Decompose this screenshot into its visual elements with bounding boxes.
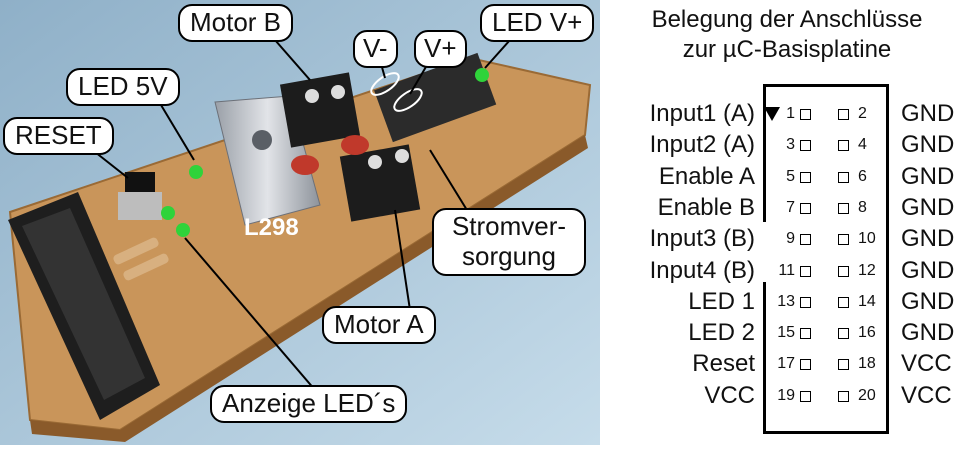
pin-number-left: 7 (786, 198, 795, 216)
pin-number-left: 15 (777, 324, 795, 342)
pin-label-right: GND (901, 256, 955, 284)
pin-label-left: Enable A (658, 162, 755, 190)
callout-reset: RESET (3, 117, 114, 155)
pin-pad-right (838, 390, 849, 402)
pin-number-right: 4 (858, 136, 867, 154)
terminal-block-motor-a (339, 144, 421, 222)
callout-v-plus: V+ (414, 30, 467, 68)
screw-motor-a-1 (368, 155, 382, 169)
callout-motor-b: Motor B (178, 4, 294, 42)
resistor-2 (123, 253, 169, 281)
pin-label-right: GND (901, 225, 955, 253)
pin-number-right: 14 (858, 292, 876, 310)
reset-button-base (118, 192, 162, 220)
pin-number-left: 3 (786, 136, 795, 154)
pin-number-left: 1 (786, 105, 795, 122)
pin-label-left: LED 2 (688, 319, 755, 347)
capacitor-2 (341, 135, 369, 155)
pin-number-right: 18 (858, 355, 876, 373)
callout-stromversorgung-line1: Stromver- (451, 211, 567, 241)
pin-pad-left (800, 109, 811, 120)
pin-pad-right (838, 359, 849, 371)
pin-label-right: GND (901, 131, 955, 159)
pin-pad-right (838, 171, 849, 183)
label-l298: L298 (244, 214, 299, 241)
screw-motor-b-2 (331, 85, 345, 99)
v-minus-marker (370, 72, 400, 96)
pin-pad-left (800, 328, 811, 340)
led-indicator-2 (176, 223, 190, 237)
pin-pad-left (800, 296, 811, 308)
pin-number-right: 6 (858, 167, 867, 185)
pin-label-right: GND (901, 193, 955, 221)
heatsink-hole (252, 130, 272, 150)
pin-label-right: GND (901, 319, 955, 347)
pin-label-right: GND (901, 100, 955, 127)
pin-pad-right (838, 202, 849, 214)
pinout-heading-line1: Belegung der Anschlüsse (651, 6, 923, 33)
pin-number-right: 2 (858, 105, 867, 122)
ribbon-connector-inner (22, 208, 145, 400)
led-indicator-1 (161, 206, 175, 220)
pin-pad-right (838, 296, 849, 308)
connector-key-notch (755, 222, 769, 282)
pin-pad-left (800, 390, 811, 402)
pin-number-left: 11 (778, 261, 795, 279)
leader-lines (94, 39, 511, 391)
pin-number-left: 17 (777, 355, 795, 373)
pin-pad-right (838, 328, 849, 340)
pin-pad-right (838, 265, 849, 277)
pin-number-left: 13 (777, 292, 795, 310)
pin-label-right: GND (901, 162, 955, 190)
pin-number-left: 5 (786, 167, 795, 185)
led-5v (189, 165, 203, 179)
callout-stromversorgung: Stromver- sorgung (432, 208, 586, 276)
pin-label-left: LED 1 (688, 287, 755, 315)
screw-motor-a-2 (395, 149, 409, 163)
pin-label-left: VCC (704, 381, 755, 409)
pin-pad-left (800, 140, 811, 152)
pin-label-left: Input4 (B) (649, 256, 755, 284)
resistor-1 (113, 237, 159, 265)
pin-pad-right (838, 109, 849, 120)
pin-pad-right (838, 140, 849, 152)
pin-label-right: GND (901, 287, 955, 315)
pin-label-left: Input3 (B) (649, 225, 755, 253)
callout-led-5v: LED 5V (66, 68, 180, 106)
pin-label-right: VCC (901, 350, 952, 378)
callout-stromversorgung-line2: sorgung (462, 240, 556, 271)
pin-label-right: VCC (901, 381, 952, 409)
pin1-marker-icon (764, 107, 780, 121)
pin-number-right: 10 (858, 230, 876, 248)
pin-label-left: Input2 (A) (649, 131, 755, 159)
pin-number-right: 20 (858, 386, 876, 404)
resistor-array (374, 52, 497, 143)
pin-pad-left (800, 202, 811, 214)
pin-pad-left (800, 171, 811, 183)
pin-pad-right (838, 234, 849, 246)
pin-pad-left (800, 234, 811, 246)
callout-anzeige-leds: Anzeige LED´s (210, 385, 408, 423)
capacitor-1 (291, 155, 319, 175)
pin-number-right: 12 (858, 261, 876, 279)
v-plus-marker (393, 88, 423, 112)
pin-label-left: Input1 (A) (649, 100, 755, 127)
callout-led-vplus: LED V+ (480, 4, 595, 42)
pin-number-right: 16 (858, 324, 876, 342)
pin-pad-left (800, 359, 811, 371)
pin-pad-left (800, 265, 811, 277)
pin-number-left: 19 (777, 386, 795, 404)
callout-motor-a: Motor A (322, 306, 436, 344)
pin-number-right: 8 (858, 198, 867, 216)
callout-v-minus: V- (353, 30, 398, 68)
terminal-block-motor-b (279, 72, 361, 148)
pin-label-left: Enable B (657, 193, 755, 221)
pinout-heading-line2: zur µC-Basisplatine (682, 36, 892, 63)
pin-label-left: Reset (692, 350, 755, 378)
pin-number-left: 9 (786, 230, 795, 248)
board-photo: Motor B V- V+ LED V+ LED 5V RESET L298 S… (0, 0, 600, 445)
screw-motor-b-1 (305, 89, 319, 103)
led-vplus (475, 68, 489, 82)
